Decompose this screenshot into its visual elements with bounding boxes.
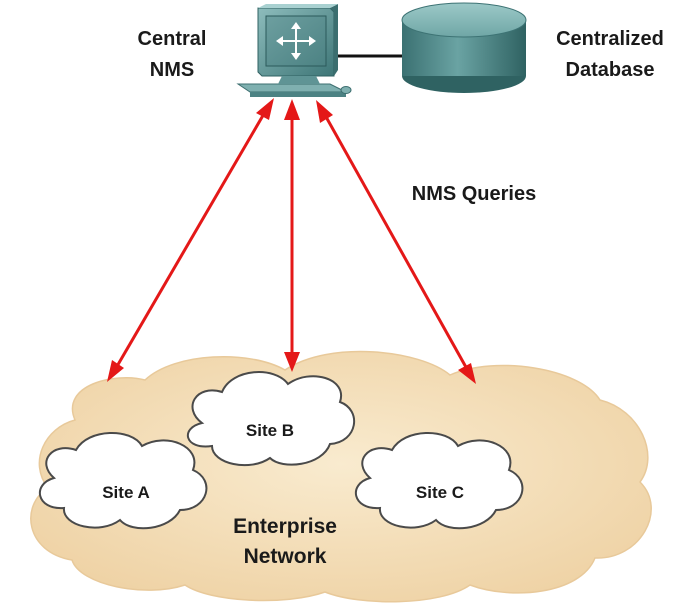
arrow-to-site-c [316, 100, 476, 384]
database-cylinder-icon [401, 2, 527, 93]
central-nms-label-line1: Central [138, 28, 207, 50]
site-c-cloud: Site C [354, 432, 524, 530]
site-a-label: Site A [102, 483, 150, 502]
site-a-cloud: Site A [38, 432, 208, 530]
enterprise-network-cloud [30, 350, 652, 603]
arrow-to-site-a [107, 98, 274, 382]
centralized-database-label-line1: Centralized [556, 28, 664, 50]
arrow-to-site-b [284, 99, 300, 372]
site-b-label: Site B [246, 421, 294, 440]
central-nms-label-line2: NMS [150, 59, 194, 81]
nms-queries-label: NMS Queries [412, 183, 536, 205]
site-c-label: Site C [416, 483, 464, 502]
centralized-database-label-line2: Database [566, 59, 655, 81]
nms-workstation-icon [236, 4, 352, 97]
nms-query-arrows [107, 98, 476, 384]
enterprise-label-line2: Network [244, 545, 327, 568]
site-b-cloud: Site B [186, 371, 356, 467]
enterprise-label-line1: Enterprise [233, 515, 337, 538]
